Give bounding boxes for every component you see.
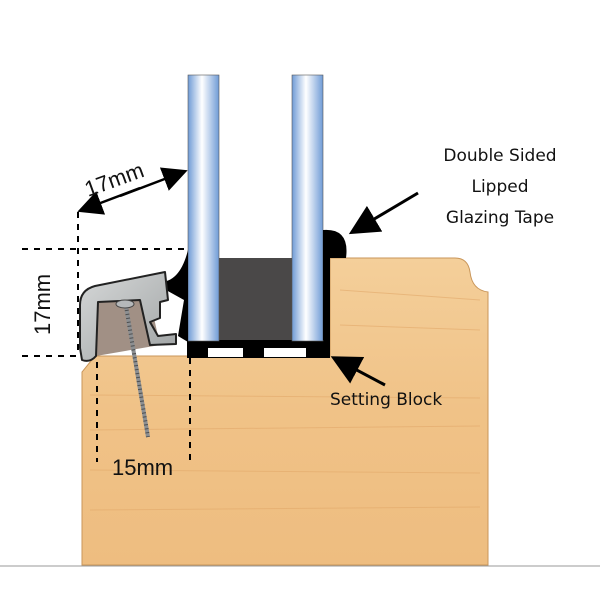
tape-label-line1: Double Sided bbox=[443, 146, 556, 166]
glass-pane-outer bbox=[291, 74, 324, 342]
screw bbox=[115, 299, 150, 438]
tape-label-line3: Glazing Tape bbox=[446, 208, 554, 228]
dimension-guides bbox=[22, 212, 191, 462]
setting-block-slot bbox=[208, 348, 243, 357]
tape-pointer-arrow bbox=[348, 191, 419, 235]
dim-diagonal-label: 17mm bbox=[81, 157, 147, 201]
wood-grain bbox=[89, 289, 481, 511]
setting-block-slot bbox=[264, 348, 306, 357]
setting-block-label: Setting Block bbox=[330, 390, 442, 410]
glazing-gasket bbox=[160, 250, 188, 342]
dim-vertical-label: 17mm bbox=[30, 274, 55, 335]
tape-label-line2: Lipped bbox=[471, 177, 528, 197]
glazing-tape bbox=[323, 229, 347, 340]
glazing-bead bbox=[79, 271, 177, 362]
setting-block-pointer-arrow bbox=[330, 356, 386, 387]
spacer-bar bbox=[218, 258, 292, 340]
glass-pane-inner bbox=[187, 74, 220, 342]
timber-frame bbox=[81, 257, 489, 566]
dim-horizontal-label: 15mm bbox=[112, 455, 173, 480]
diagonal-dimension-arrow bbox=[77, 186, 141, 215]
